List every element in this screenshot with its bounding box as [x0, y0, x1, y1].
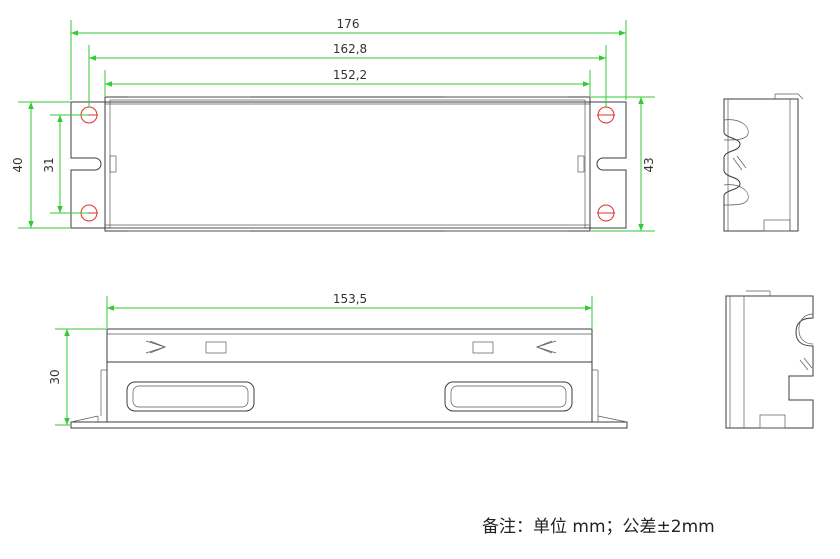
dim-body-width: 43	[642, 157, 656, 172]
top-view-body	[104, 96, 591, 232]
top-view-flange	[70, 101, 627, 229]
side-view-base	[70, 421, 628, 429]
side-view	[70, 328, 628, 429]
side-view-body	[106, 361, 593, 423]
top-view-body-inner	[109, 99, 586, 229]
end-view-bottom	[725, 290, 814, 429]
end-view-top	[723, 93, 804, 232]
dim-overall-width: 40	[11, 157, 25, 172]
dim-height: 30	[48, 369, 62, 384]
side-view-dimensions: 153,5 30	[48, 292, 593, 426]
dim-body-length: 152,2	[333, 68, 367, 82]
dim-side-length: 153,5	[333, 292, 367, 306]
dim-overall-length: 176	[337, 17, 360, 31]
top-view-dimensions: 176 162,8 152,2 40 31 43	[11, 17, 656, 232]
dim-hole-spacing-vertical: 31	[42, 157, 56, 172]
side-view-window-left	[126, 381, 255, 412]
side-view-window-right	[444, 381, 573, 412]
dim-hole-spacing: 162,8	[333, 42, 367, 56]
top-view	[70, 96, 627, 232]
unit-tolerance-note: 备注：单位 mm；公差±2mm	[482, 517, 715, 537]
